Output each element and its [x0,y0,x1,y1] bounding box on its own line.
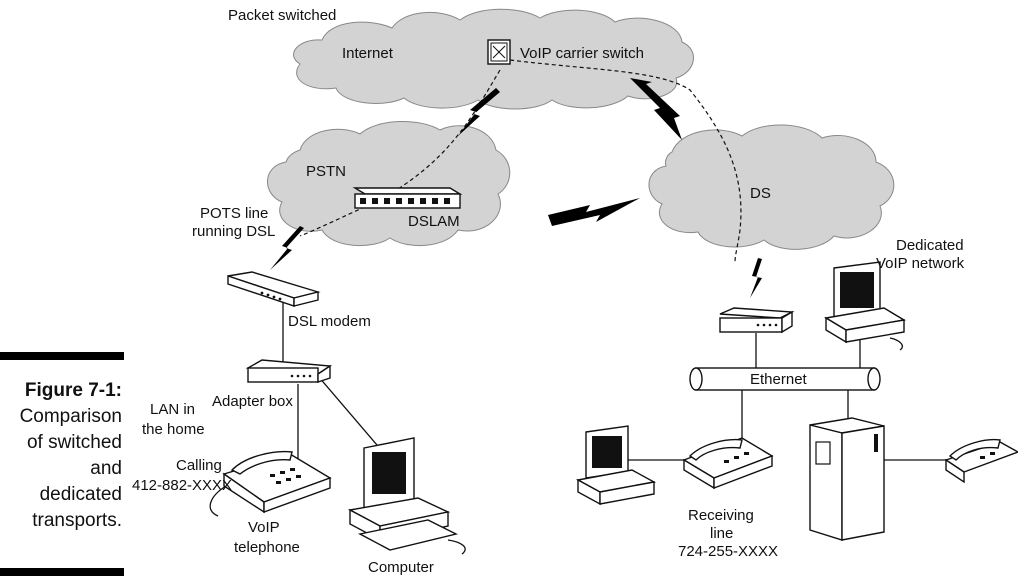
server-cabinet-icon [809,417,885,541]
lightning-bolt-icon [750,258,762,298]
caption-bar-bottom [0,568,124,576]
lightning-bolt-icon [458,88,500,136]
label-computer: Computer [368,559,434,576]
label-ds: DS [750,185,771,202]
figure-caption-line: dedicated [40,484,122,505]
label-running-dsl: running DSL [192,223,275,240]
label-internet: Internet [342,45,394,62]
label-receiving: Receiving [688,507,754,524]
lightning-bolt-icon [270,226,304,270]
ethernet-bus [689,367,881,391]
ds-cloud [648,124,895,250]
label-dsl-modem: DSL modem [288,313,371,330]
label-ethernet: Ethernet [750,371,808,388]
label-lan-in: LAN in [150,401,195,418]
label-voip-network: VoIP network [876,255,965,272]
modem-icon [227,271,321,307]
pstn-cloud [267,121,511,247]
lightning-bolt-icon [630,78,682,140]
label-dedicated: Dedicated [896,237,964,254]
figure-number: Figure 7-1: [25,380,122,401]
dslam-icon [352,187,463,209]
adapter-box-icon [719,307,795,334]
computer-icon [824,261,906,351]
label-calling-number: 412-882-XXXX [132,477,232,494]
label-dslam: DSLAM [408,213,460,230]
computer-icon [575,425,657,506]
telephone-icon [944,438,1018,484]
label-telephone: telephone [234,539,300,556]
computer-wire [317,375,384,453]
caption-bar-top [0,352,124,360]
label-voip-carrier-switch: VoIP carrier switch [520,45,644,62]
label-the-home: the home [142,421,205,438]
label-adapter-box: Adapter box [212,393,293,410]
label-pots-line: POTS line [200,205,268,222]
label-pstn: PSTN [306,163,346,180]
label-line: line [710,525,733,542]
label-calling: Calling [176,457,222,474]
telephone-icon [209,450,332,517]
lightning-bolt-icon [548,198,640,226]
label-voip: VoIP [248,519,280,536]
voip-path-dashed [509,59,742,263]
figure-caption-line: and [90,458,122,479]
label-packet-switched: Packet switched [228,7,336,24]
computer-icon [347,437,466,555]
telephone-icon [682,437,774,490]
router-switch-icon [487,39,511,65]
figure-caption-line: Comparison [20,406,122,427]
label-receiving-number: 724-255-XXXX [678,543,778,560]
figure-caption-line: of switched [27,432,122,453]
figure-caption-line: transports. [32,510,122,531]
adapter-box-icon [245,359,333,383]
